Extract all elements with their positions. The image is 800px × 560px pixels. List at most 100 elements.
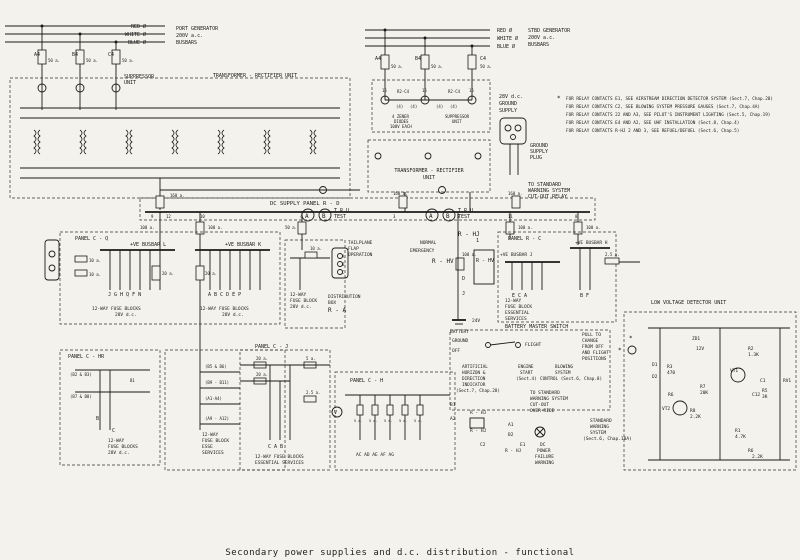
cj-fuseblocks: 12-WAY FUSE BLOCKS [255, 454, 304, 460]
busbar-j: +VE BUSBAR J [500, 252, 533, 258]
cj-fuse: 5 a. [306, 356, 316, 361]
ra-fuse: 10 a. [310, 246, 322, 251]
port-transformers [33, 129, 317, 155]
tru-test-meter-b [318, 208, 332, 222]
note-line: FOR RELAY CONTACTS 22 AND A3, SEE PILOT'… [566, 112, 770, 118]
stbd-fuse-a4: A4 [375, 56, 381, 62]
ground-plug-label: GROUND [530, 143, 548, 149]
std-sys-label: SYSTEM [590, 430, 607, 436]
rhv-fuse: 100 a. [462, 252, 476, 257]
bus-node: 11 [508, 214, 513, 219]
stbd-tru-box [367, 139, 491, 193]
ind-relay: R - HJ [505, 448, 522, 454]
port-white-phase: WHITE Ø [125, 31, 146, 38]
feeder-rating: 100 a. [140, 225, 154, 230]
cj-services: SERVICES [202, 450, 224, 456]
chr-b: B [96, 416, 99, 422]
tru-test-label: T.R.U. [334, 208, 352, 214]
stbd-tru-label: TRANSFORMER - RECTIFIER [394, 168, 464, 174]
panel-chr-label: PANEL C - HR [68, 354, 105, 360]
chr-c: C [112, 428, 115, 434]
bus-node: 9 [151, 214, 154, 219]
lv-d1: D1 [652, 362, 658, 368]
busbar-h: +VE BUSBAR H [575, 240, 608, 246]
std-sys-label: WARNING [590, 424, 609, 430]
port-suppressor-unit: UNIT [124, 80, 136, 86]
ra-pin: C [342, 270, 345, 275]
ind-relay: R - HJ [470, 410, 487, 416]
cq-voltage: 28V d.c. [115, 312, 137, 318]
busbar-l: +VE BUSBAR L [130, 242, 166, 248]
lv-vt2: VT2 [662, 406, 670, 412]
ind-relay: R - HJ [470, 428, 487, 434]
bus-rating: 160 a. [393, 191, 407, 196]
port-busbars: BUSBARS [176, 40, 197, 46]
rhv-j: J [462, 291, 465, 297]
cj-fuseblock: ESSE [202, 444, 213, 450]
chr-group: (B2 & B3) [70, 372, 92, 377]
stbd-title: STBD GENERATOR [528, 28, 571, 34]
cj-fuseblock: FUSE BLOCK [202, 438, 229, 444]
switch-off: OFF [452, 348, 460, 354]
resistor-label: R2-C4 [448, 89, 461, 94]
port-fuse-b4: B4 [72, 52, 78, 58]
normal-label: NORMAL [420, 240, 437, 246]
ind-c2: C2 [480, 442, 486, 448]
cq-fuseblock: 12-WAY FUSE BLOCKS [200, 306, 249, 312]
switch-ground: GROUND [452, 338, 469, 344]
lv-d2: D2 [652, 374, 658, 380]
lv-r2k2: 2.2K [752, 454, 763, 460]
lv-12v: 12V [696, 346, 704, 352]
ch-fuse: 5 a. [384, 419, 392, 423]
port-fuse-c4: C4 [108, 52, 114, 58]
panel-cj-label: PANEL C - J [255, 344, 288, 350]
panel-cq-connector [44, 239, 60, 281]
relay-rhv: R - HV [432, 258, 454, 265]
rhv-d: D [462, 276, 465, 282]
test-letter: A [305, 213, 309, 220]
std-sys-ref: (Sect.6, Chap.10A) [583, 436, 632, 442]
relay-coil-icon [627, 345, 637, 355]
voltmeter-v: V [334, 410, 337, 416]
chr-fuseblock: 12-WAY [108, 438, 125, 444]
tru-test-label: TEST [334, 214, 346, 220]
switch-flight: FLIGHT [525, 342, 542, 348]
cj-fuse: 2.5 a. [306, 390, 320, 395]
cq-letters-k: A B C D E P [208, 292, 241, 298]
cj-group: (B9 - B11) [205, 380, 229, 385]
engine-label: START [520, 370, 533, 376]
horizon-ref: (Sect.7, Chap.28) [456, 388, 500, 394]
dc-fail-label: WARNING [535, 460, 554, 466]
port-title: PORT GENERATOR [176, 26, 219, 32]
ra-box-label: DISTRIBUTION [328, 294, 361, 300]
horizon-label: HORIZON & [462, 370, 486, 376]
panel-cq-label: PANEL C - Q [75, 236, 108, 242]
port-fuse-rating: 50 a. [122, 58, 134, 63]
battery-switch-title: BATTERY MASTER SWITCH [505, 324, 568, 330]
relay-section: TAILPLANE FLAP OPERATION NORMAL EMERGENC… [348, 231, 495, 335]
ind-b2: B2 [508, 432, 514, 438]
ch-outputs: AC AD AE AF AG [356, 452, 394, 458]
stbd-tru-unit: UNIT [423, 175, 435, 181]
test-letter: B [446, 213, 450, 220]
ground-voltage: 28V d.c. [499, 94, 523, 100]
lv-zd1: ZD1 [692, 336, 700, 342]
port-fuse-rating: 50 a. [48, 58, 60, 63]
engine-label: ENGINE [518, 364, 534, 370]
bus-node: 10 [200, 214, 205, 219]
stbd-suppressor: SUPPRESSOR [445, 114, 470, 119]
ra-pin: B [342, 262, 345, 267]
distribution-box-ra: 10 a. A B C 12-WAY FUSE BLOCK 28V d.c. D… [284, 239, 361, 329]
port-red-phase: RED Ø [131, 23, 146, 30]
chr-group: B1 [130, 378, 135, 383]
note-line: FOR RELAY CONTACTS E4 AND A2, SEE UHF IN… [566, 120, 739, 126]
cap-label: (4) [396, 104, 403, 109]
rc-fuseblock: SERVICES [505, 316, 527, 322]
cap-label: (4) [410, 104, 417, 109]
dc-supply-panel: DC SUPPLY PANEL R - D 160 a. 160 a. 160 … [139, 191, 600, 430]
lv-c1: C1 [760, 378, 766, 384]
lv-r47: 4.7K [735, 434, 746, 440]
tailplane-label: OPERATION [348, 252, 373, 258]
cj-group: (B5 & B6) [205, 364, 227, 369]
